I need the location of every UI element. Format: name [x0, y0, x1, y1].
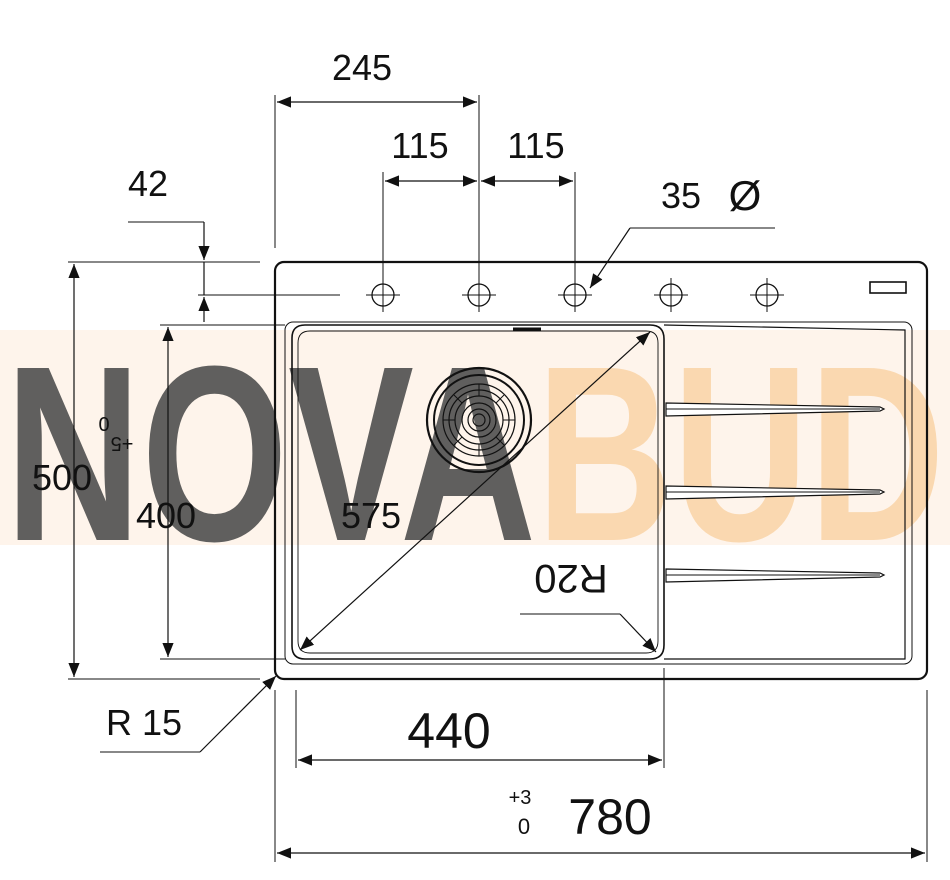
dim-total-width: 780 [568, 789, 651, 845]
depth-tolerance-top: 0 [98, 412, 109, 434]
dim-bowl-depth: 400 [136, 495, 196, 536]
extension-lines [68, 95, 928, 862]
tap-hole-icon [558, 278, 592, 312]
drainer-groove [665, 485, 886, 500]
dim-spacing-a: 115 [391, 125, 448, 166]
drainer-groove [665, 402, 886, 417]
dim-corner-radius: R 15 [106, 702, 182, 743]
sink-inner-outline [284, 321, 913, 665]
watermark-text: NOVABUD [5, 314, 945, 593]
tap-hole-icon [462, 278, 496, 312]
width-tolerance-bottom: 0 [518, 814, 530, 839]
bowl [291, 324, 665, 660]
drainer [663, 324, 906, 660]
dim-bowl-diagonal: 575 [341, 495, 401, 536]
tap-hole-icon [366, 278, 400, 312]
dim-edge-to-holes: 42 [128, 163, 168, 204]
tap-holes [366, 278, 784, 312]
watermark: NOVABUD [0, 314, 950, 593]
tap-hole-icon [750, 278, 784, 312]
sink-outline [273, 260, 929, 681]
depth-tolerance-bottom: +5 [111, 432, 134, 454]
dim-top-width: 245 [332, 47, 392, 88]
overflow-slot [869, 281, 907, 294]
width-tolerance-top: +3 [509, 787, 532, 809]
dim-bowl-radius: R20 [534, 556, 607, 600]
drainer-groove [665, 568, 886, 583]
dim-total-depth: 500 [32, 457, 92, 498]
dim-bowl-width: 440 [407, 703, 490, 759]
diameter-symbol: Ø [729, 172, 762, 219]
dim-spacing-b: 115 [507, 125, 564, 166]
tap-hole-icon [654, 278, 688, 312]
dimension-lines [68, 96, 925, 859]
dim-hole-diameter: 35 [661, 175, 701, 216]
